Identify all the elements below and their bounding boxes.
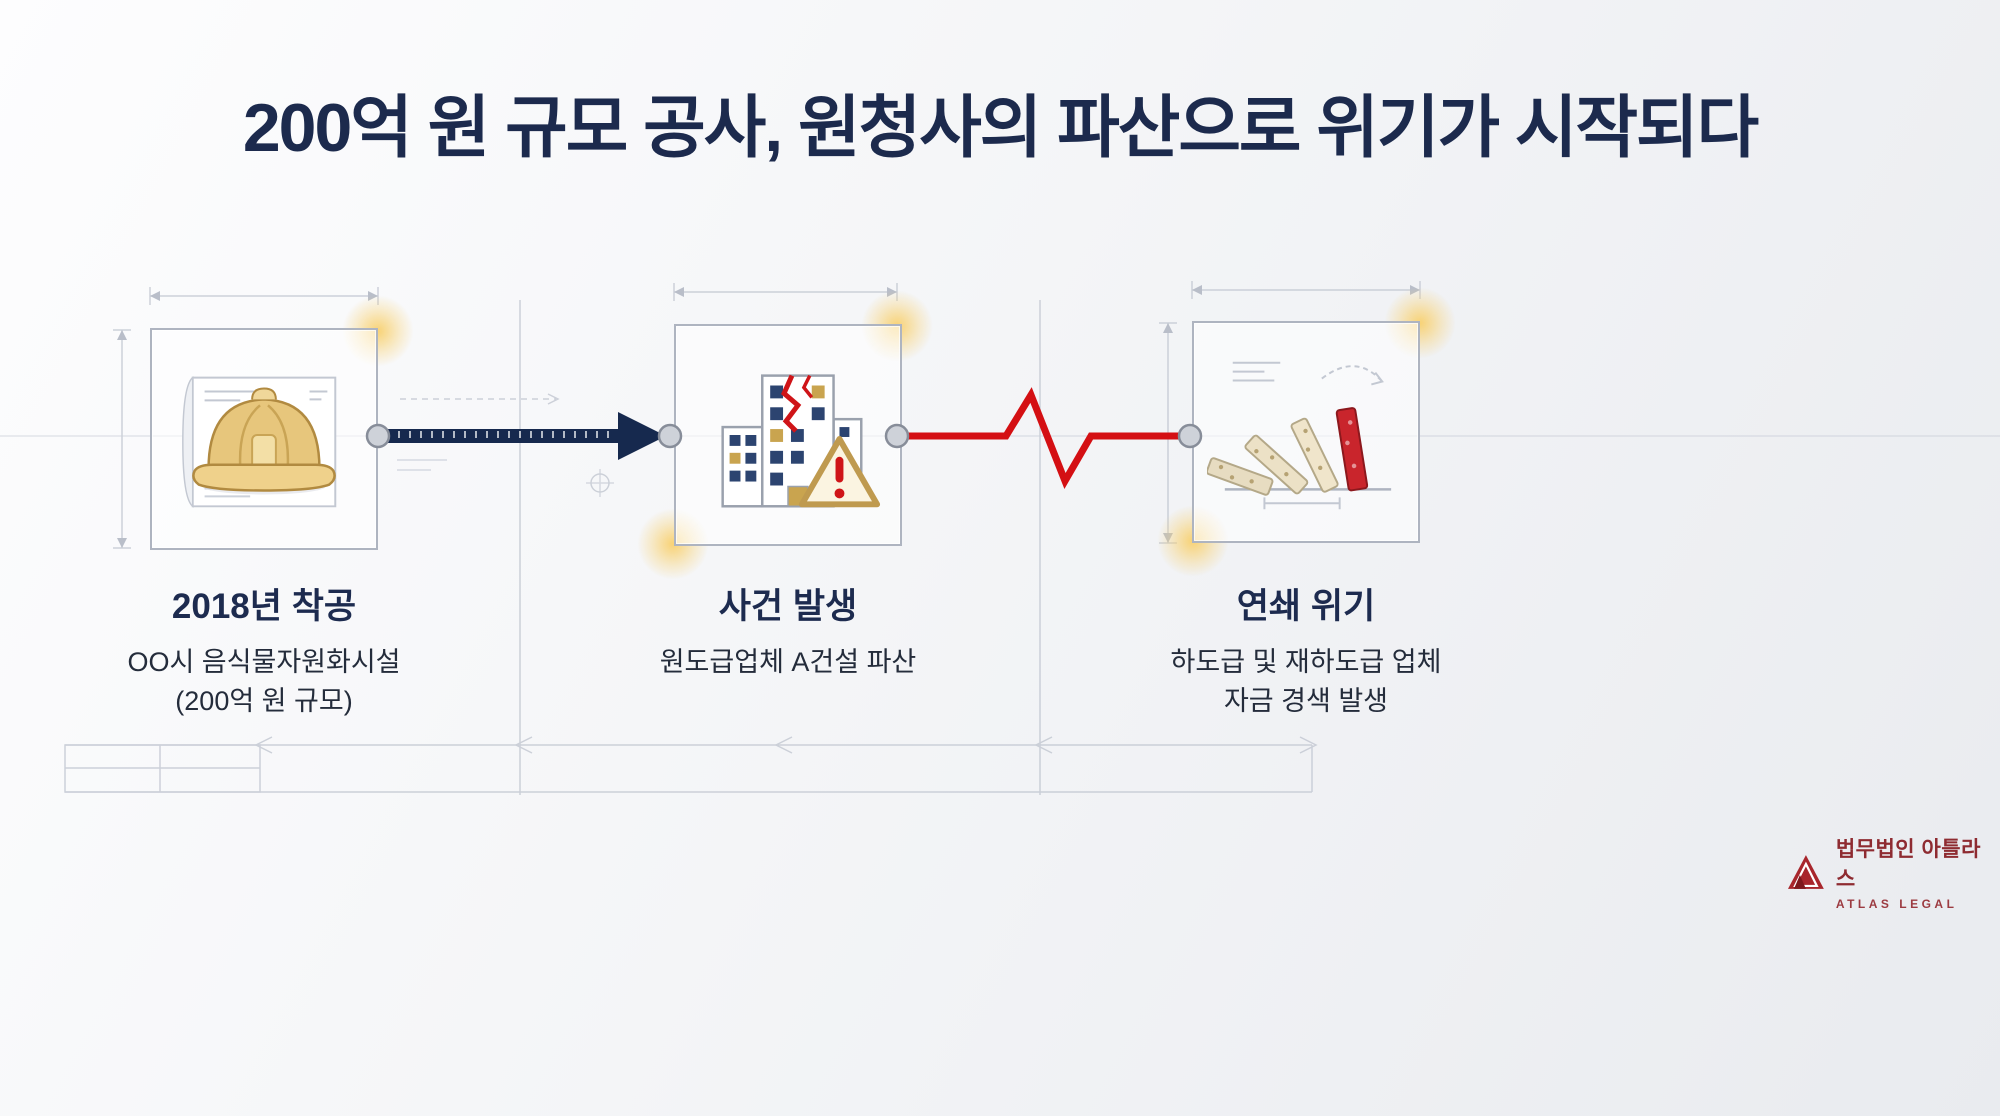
stage-subtitle: 하도급 및 재하도급 업체 xyxy=(1170,647,1442,677)
logo-korean-name: 법무법인 아틀라스 xyxy=(1835,838,1981,891)
node-circle xyxy=(365,423,391,449)
blueprint-hardhat-icon xyxy=(182,376,337,508)
stage-labels-chain-crisis: 연쇄 위기 하도급 및 재하도급 업체 자금 경색 발생 xyxy=(1086,578,1526,721)
atlas-logo-icon xyxy=(1787,855,1824,889)
falling-dominoes-icon xyxy=(1207,361,1392,510)
logo-text: 법무법인 아틀라스 ATLAS LEGAL xyxy=(1836,833,2000,911)
stage-subtitle: (200억 원 규모) xyxy=(175,686,353,717)
node-circle xyxy=(657,423,683,449)
stage-box-chain-crisis xyxy=(1192,321,1420,543)
stage-heading: 2018년 착공 xyxy=(171,587,357,626)
stage-heading: 사건 발생 xyxy=(718,587,858,626)
stage-box-incident xyxy=(674,324,902,546)
stage-subtitle: 자금 경색 발생 xyxy=(1223,686,1389,717)
stage-subtitle: OO시 음식물자원화시설 xyxy=(127,647,401,677)
timeline-arrow xyxy=(388,412,666,460)
node-circle xyxy=(884,423,910,449)
stage-subtitle: 원도급업체 A건설 파산 xyxy=(659,647,917,677)
page-title: 200억 원 규모 공사, 원청사의 파산으로 위기가 시작되다 xyxy=(242,90,1759,166)
cracked-building-warning-icon xyxy=(721,374,881,508)
node-circle xyxy=(1177,423,1203,449)
stage-labels-incident: 사건 발생 원도급업체 A건설 파산 xyxy=(568,578,1008,682)
crisis-zigzag-line xyxy=(906,387,1182,490)
stage-heading: 연쇄 위기 xyxy=(1236,587,1376,626)
logo-english-name: ATLAS LEGAL xyxy=(1835,897,1958,911)
atlas-legal-logo: 법무법인 아틀라스 ATLAS LEGAL xyxy=(1786,833,2000,911)
stage-labels-start: 2018년 착공 OO시 음식물자원화시설 (200억 원 규모) xyxy=(44,578,484,721)
timeline-nodes xyxy=(365,423,1203,449)
stage-box-start xyxy=(150,328,378,550)
